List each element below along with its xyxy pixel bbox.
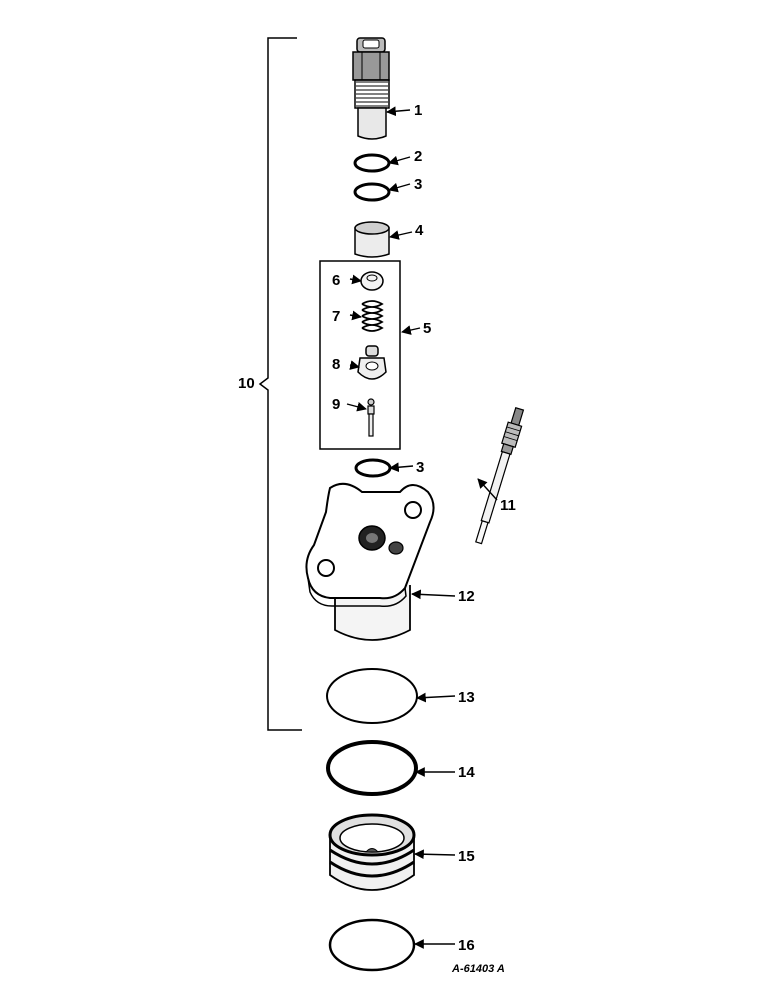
callout-9: 9 [332, 396, 340, 413]
callout-4: 4 [415, 222, 424, 239]
part-11-glow-plug [475, 406, 525, 545]
part-12-body [305, 482, 435, 641]
part-8-valve-body [357, 345, 387, 380]
callout-1: 1 [414, 102, 422, 119]
callout-16: 16 [458, 937, 475, 954]
part-5-assembly-box [319, 260, 401, 450]
part-9-needle [367, 398, 375, 437]
callout-3-lower: 3 [416, 459, 424, 476]
callout-6: 6 [332, 272, 340, 289]
part-13-o-ring [326, 668, 418, 724]
part-3-washer-lower [354, 458, 392, 478]
leader-lines [346, 106, 498, 949]
callout-14: 14 [458, 764, 475, 781]
part-4-sleeve [354, 221, 390, 258]
part-6-cap [360, 271, 384, 291]
callout-11: 11 [500, 497, 516, 514]
callout-8: 8 [332, 356, 340, 373]
callout-5: 5 [423, 320, 431, 337]
callout-12: 12 [458, 588, 475, 605]
part-16-ring [328, 918, 416, 972]
callout-13: 13 [458, 689, 475, 706]
callout-3-upper: 3 [414, 176, 422, 193]
callout-2: 2 [414, 148, 422, 165]
part-3-washer-upper [353, 182, 391, 202]
part-1-fitting [352, 37, 390, 140]
bracket-assembly-10 [258, 37, 302, 731]
drawing-reference: A-61403 A [451, 963, 505, 975]
part-14-seal-ring [326, 740, 418, 796]
callout-15: 15 [458, 848, 475, 865]
part-2-washer [353, 153, 391, 173]
callout-7: 7 [332, 308, 340, 325]
part-7-spring [361, 300, 384, 332]
part-15-adapter [328, 813, 416, 891]
callout-10: 10 [238, 375, 255, 392]
